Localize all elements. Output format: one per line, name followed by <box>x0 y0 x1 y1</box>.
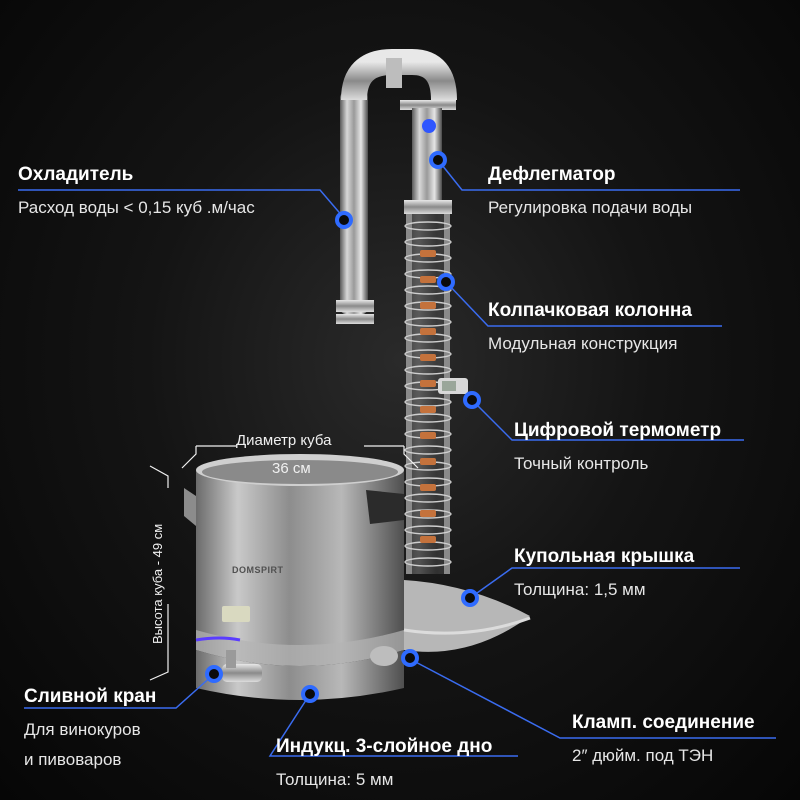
column-ring <box>404 557 452 567</box>
dome-lid-label: Купольная крышка Толщина: 1,5 мм <box>514 546 694 600</box>
column-subtitle: Модульная конструкция <box>488 334 678 353</box>
column-ring <box>404 525 452 535</box>
clamp-label: Кламп. соединение 2″ дюйм. под ТЭН <box>572 712 755 766</box>
bottom-label: Индукц. 3-слойное дно Толщина: 5 мм <box>276 736 492 790</box>
dome-lid <box>403 580 531 652</box>
drain-valve-subtitle-2: и пивоваров <box>24 750 122 769</box>
column-title: Колпачковая колонна <box>488 300 692 321</box>
dephlegmator-label: Дефлегматор Регулировка подачи воды <box>488 164 692 218</box>
thermometer-subtitle: Точный контроль <box>514 454 649 473</box>
thermometer-body <box>438 378 468 394</box>
copper-cap <box>420 250 436 257</box>
drain-valve-subtitle: Для винокуров <box>24 720 141 739</box>
copper-cap <box>420 328 436 335</box>
boiler-pot <box>184 454 404 700</box>
column-ring <box>404 413 452 423</box>
diameter-label: Диаметр куба <box>236 432 332 449</box>
column-ring <box>404 445 452 455</box>
clamp-connector <box>370 646 398 666</box>
leader-lines <box>18 159 776 757</box>
dome-lid-subtitle: Толщина: 1,5 мм <box>514 580 646 599</box>
column-caps <box>420 250 436 543</box>
cooler-label: Охладитель Расход воды < 0,15 куб .м/час <box>18 164 255 218</box>
copper-cap <box>420 458 436 465</box>
copper-cap <box>420 510 436 517</box>
bottom-title: Индукц. 3-слойное дно <box>276 736 493 757</box>
column-ring <box>404 493 452 503</box>
drain-valve-title: Сливной кран <box>24 686 157 707</box>
column-ring <box>404 365 452 375</box>
copper-cap <box>420 276 436 283</box>
column-ring <box>404 221 452 231</box>
dephlegmator-tube <box>412 108 442 208</box>
column-ring <box>404 237 452 247</box>
cooler-subtitle: Расход воды < 0,15 куб .м/час <box>18 198 255 217</box>
diameter-value: 36 см <box>272 460 311 477</box>
cooler-tube <box>336 92 374 324</box>
dome-lid-title: Купольная крышка <box>514 546 695 567</box>
column-ring <box>404 317 452 327</box>
cooler-title: Охладитель <box>18 164 134 185</box>
copper-cap <box>420 302 436 309</box>
copper-cap <box>420 536 436 543</box>
drain-valve-label: Сливной кран Для винокуров и пивоваров <box>24 686 156 770</box>
dephlegmator-title: Дефлегматор <box>488 164 616 185</box>
thermometer-label: Цифровой термометр Точный контроль <box>514 420 721 474</box>
clamp-title: Кламп. соединение <box>572 712 755 733</box>
drain-valve <box>222 650 262 682</box>
brand-logo: DOMSPIRT <box>232 565 284 575</box>
column-ring <box>404 285 452 295</box>
thermometer-title: Цифровой термометр <box>514 420 722 441</box>
dephlegmator-subtitle: Регулировка подачи воды <box>488 198 693 217</box>
copper-cap <box>420 380 436 387</box>
copper-cap <box>420 484 436 491</box>
markers <box>205 151 481 703</box>
copper-cap <box>420 354 436 361</box>
copper-cap <box>420 406 436 413</box>
clamp-subtitle: 2″ дюйм. под ТЭН <box>572 746 714 765</box>
diameter-dimension <box>181 445 419 469</box>
top-bend-pipe <box>341 49 457 110</box>
height-label: Высота куба - 49 см <box>150 523 165 644</box>
height-dimension <box>149 465 169 681</box>
bottom-subtitle: Толщина: 5 мм <box>276 770 394 789</box>
column-label: Колпачковая колонна Модульная конструкци… <box>488 300 692 354</box>
copper-cap <box>420 432 436 439</box>
